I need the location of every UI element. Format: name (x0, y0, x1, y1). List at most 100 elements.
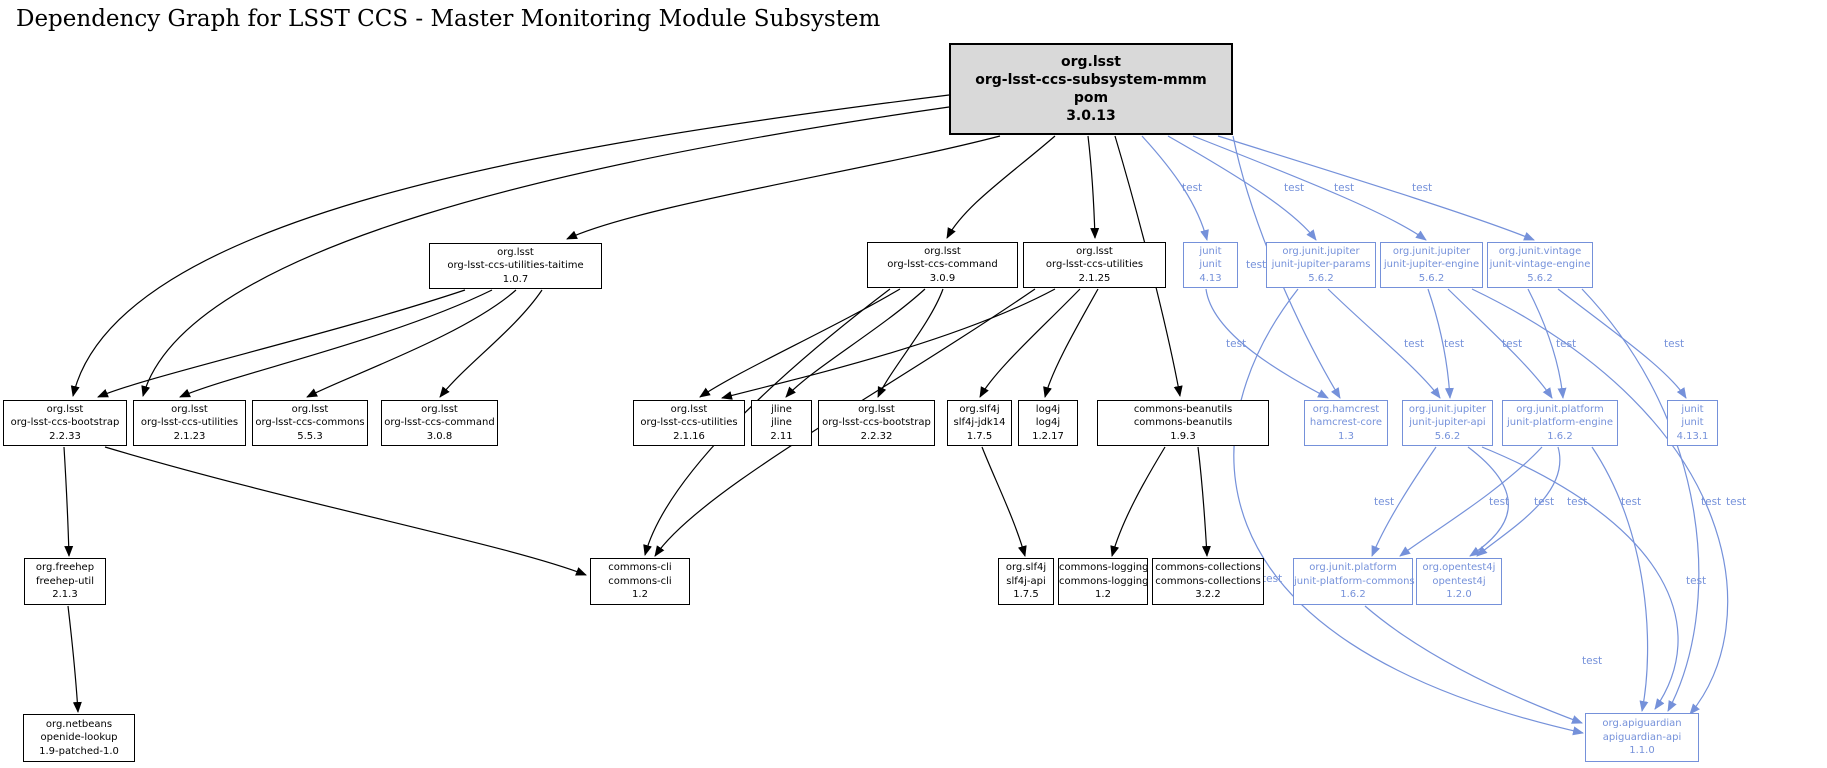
node-label: org.lsst (670, 403, 708, 415)
node-label: commons-cli (608, 575, 672, 587)
node-label: org.apiguardian (1602, 718, 1682, 730)
node-label: commons-logging (1059, 562, 1149, 574)
edge-label-root-hamcrest: test (1246, 259, 1266, 271)
edge-vintage-junit4131 (1557, 288, 1687, 399)
node-label: junit (1681, 403, 1704, 415)
edge-slf4jjdk14-slf4japi (981, 446, 1027, 557)
edge-root-vintage (1217, 135, 1535, 241)
node-label: org-lsst-ccs-command (887, 259, 998, 271)
node-label: org-lsst-ccs-utilities (640, 417, 738, 429)
edge-platformengine-apiguardian (1591, 446, 1649, 712)
node-label: 3.2.2 (1195, 589, 1221, 601)
node-label: org-lsst-ccs-subsystem-mmm (975, 72, 1207, 88)
node-label: org.slf4j (1005, 562, 1047, 574)
node-label: org.junit.jupiter (1392, 245, 1471, 257)
edge-label-engine-platformengine: test (1502, 338, 1522, 350)
node-label: 2.1.16 (673, 430, 705, 442)
edge-taitime-bootstrap2233 (97, 289, 466, 398)
edge-root-utilities2123 (141, 106, 950, 397)
edge-command309-bootstrap2232 (877, 288, 944, 398)
node-label: jline (771, 417, 792, 429)
edge-jupiterapi-apiguardian (1481, 446, 1679, 710)
node-label: org.junit.jupiter (1282, 245, 1360, 257)
edge-label-root-params: test (1284, 182, 1304, 194)
edge-taitime-commons553 (306, 289, 517, 398)
node-label: junit-vintage-engine (1489, 259, 1591, 271)
edge-label-vintage-junit4131: test (1664, 338, 1684, 350)
node-label: org.lsst (1076, 245, 1113, 257)
node-label: junit-platform-commons (1294, 575, 1415, 587)
node-label: 1.6.2 (1340, 589, 1366, 601)
edge-bootstrap2233-freehep (63, 446, 74, 557)
node-label: junit-jupiter-params (1271, 259, 1371, 271)
edge-taitime-command308 (439, 289, 543, 398)
node-label: commons-beanutils (1133, 403, 1233, 415)
node-label: jline (771, 403, 792, 415)
node-label: org.lsst (171, 403, 208, 415)
edge-label-platformengine-platformcommons: test (1489, 496, 1509, 508)
node-label: org-lsst-ccs-utilities (1045, 259, 1144, 271)
node-label: 5.5.3 (297, 430, 323, 442)
edge-label-vintage-apiguardian: test (1701, 496, 1721, 508)
node-label: 1.6.2 (1547, 430, 1573, 442)
node-label: junit (1199, 259, 1222, 271)
node-label: junit (1681, 417, 1704, 429)
node-label: org.opentest4j (1422, 562, 1496, 574)
edge-command309-utilities2116 (699, 288, 901, 398)
node-label: 3.0.8 (426, 430, 453, 442)
node-label: 5.6.2 (1418, 272, 1445, 284)
edge-utilities2125-slf4jjdk14 (979, 288, 1081, 398)
node-label: 3.0.9 (929, 272, 956, 284)
edge-engine-apiguardian (1471, 288, 1729, 715)
node-label: 1.7.5 (966, 430, 993, 442)
node-label: slf4j-api (1006, 575, 1046, 587)
node-label: opentest4j (1432, 575, 1486, 587)
node-label: 1.2.0 (1446, 589, 1472, 601)
edge-engine-jupiterapi (1427, 288, 1454, 399)
edge-label-platformengine-opentest4j: test (1567, 496, 1587, 508)
node-label: commons-cli (608, 562, 672, 574)
edge-engine-platformengine (1447, 288, 1553, 399)
node-label: 5.6.2 (1434, 430, 1461, 442)
node-label: junit-jupiter-engine (1383, 259, 1480, 271)
edge-root-engine (1192, 135, 1427, 241)
graph-title: Dependency Graph for LSST CCS - Master M… (16, 6, 881, 32)
edge-utilities2125-log4j (1043, 288, 1099, 398)
node-label: 2.1.23 (173, 430, 206, 442)
edge-root-command309 (946, 135, 1056, 239)
node-label: commons-logging (1059, 575, 1149, 587)
edge-platformcommons-apiguardian (1364, 605, 1583, 724)
edge-label-params-apiguardian: test (1262, 573, 1282, 585)
edge-root-junit413 (1141, 135, 1209, 241)
node-label: log4j (1035, 403, 1061, 415)
node-label: 1.7.5 (1013, 589, 1039, 601)
node-label: pom (1073, 90, 1109, 106)
edge-label-root-engine: test (1334, 182, 1354, 194)
node-label: org.lsst (46, 403, 84, 415)
node-label: org-lsst-ccs-utilities (140, 417, 239, 429)
edge-label-root-vintage: test (1412, 182, 1432, 194)
edge-platformengine-platformcommons (1399, 446, 1543, 557)
edge-root-bootstrap2233 (70, 94, 950, 397)
edge-junit413-hamcrest (1205, 288, 1329, 399)
node-label: org-lsst-ccs-command (384, 417, 495, 429)
node-label: slf4j-jdk14 (953, 417, 1006, 429)
node-label: org.lsst (497, 246, 534, 258)
node-label: log4j (1035, 417, 1061, 429)
